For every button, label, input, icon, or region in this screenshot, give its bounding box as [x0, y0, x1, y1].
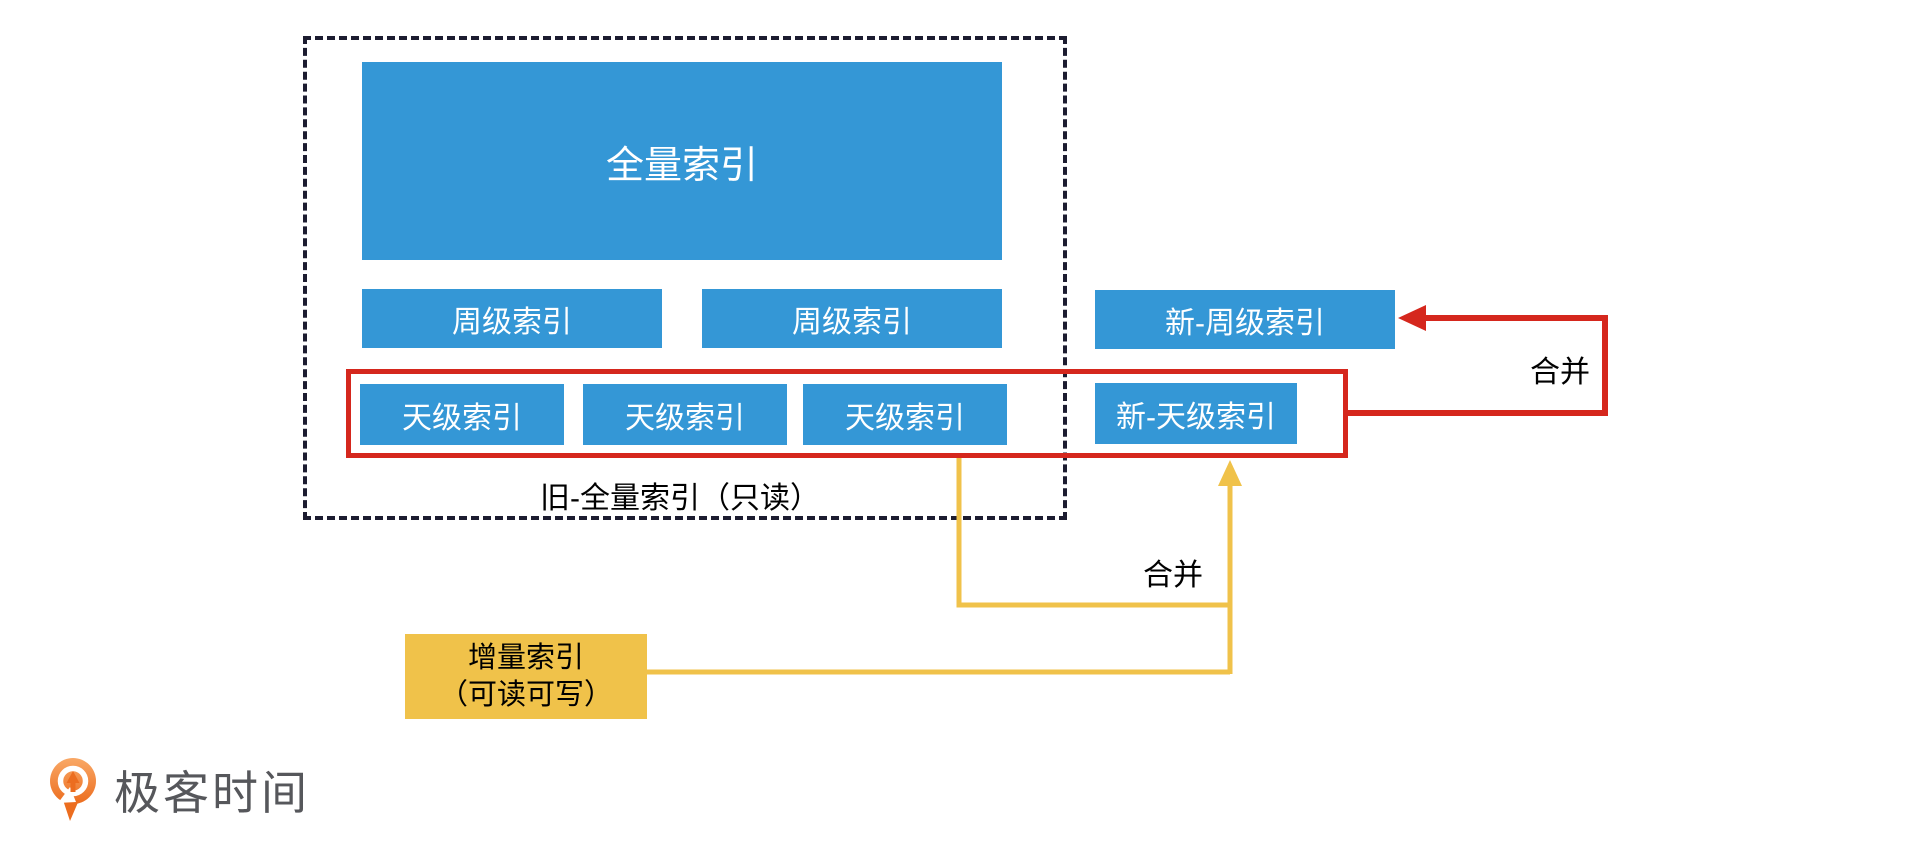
full-index-box: 全量索引 [362, 62, 1002, 260]
merge-label-red: 合并 [1530, 356, 1590, 389]
old-full-index-group-border [303, 36, 1067, 520]
day-index-box-1: 天级索引 [360, 384, 564, 445]
incremental-index-line2: （可读可写） [438, 678, 613, 711]
geektime-brand: 极客时间 [48, 756, 310, 824]
week-index-box-1: 周级索引 [362, 289, 662, 348]
yellow-merge-arrowhead-icon [1218, 460, 1242, 486]
day-row-highlight-rect [346, 369, 1348, 458]
old-full-index-caption: 旧-全量索引（只读） [540, 482, 820, 515]
merge-label-yellow: 合并 [1143, 559, 1203, 592]
new-week-index-box: 新-周级索引 [1095, 290, 1395, 349]
incremental-index-line1: 增量索引 [467, 641, 584, 674]
day-index-box-3: 天级索引 [803, 384, 1007, 445]
brand-name-text: 极客时间 [114, 767, 310, 819]
geektime-logo-icon [50, 758, 96, 821]
day-index-box-2: 天级索引 [583, 384, 787, 445]
new-day-index-box: 新-天级索引 [1095, 383, 1297, 444]
week-index-box-2: 周级索引 [702, 289, 1002, 348]
red-merge-arrowhead-icon [1398, 305, 1426, 331]
incremental-index-box: 增量索引 （可读可写） [405, 634, 647, 719]
